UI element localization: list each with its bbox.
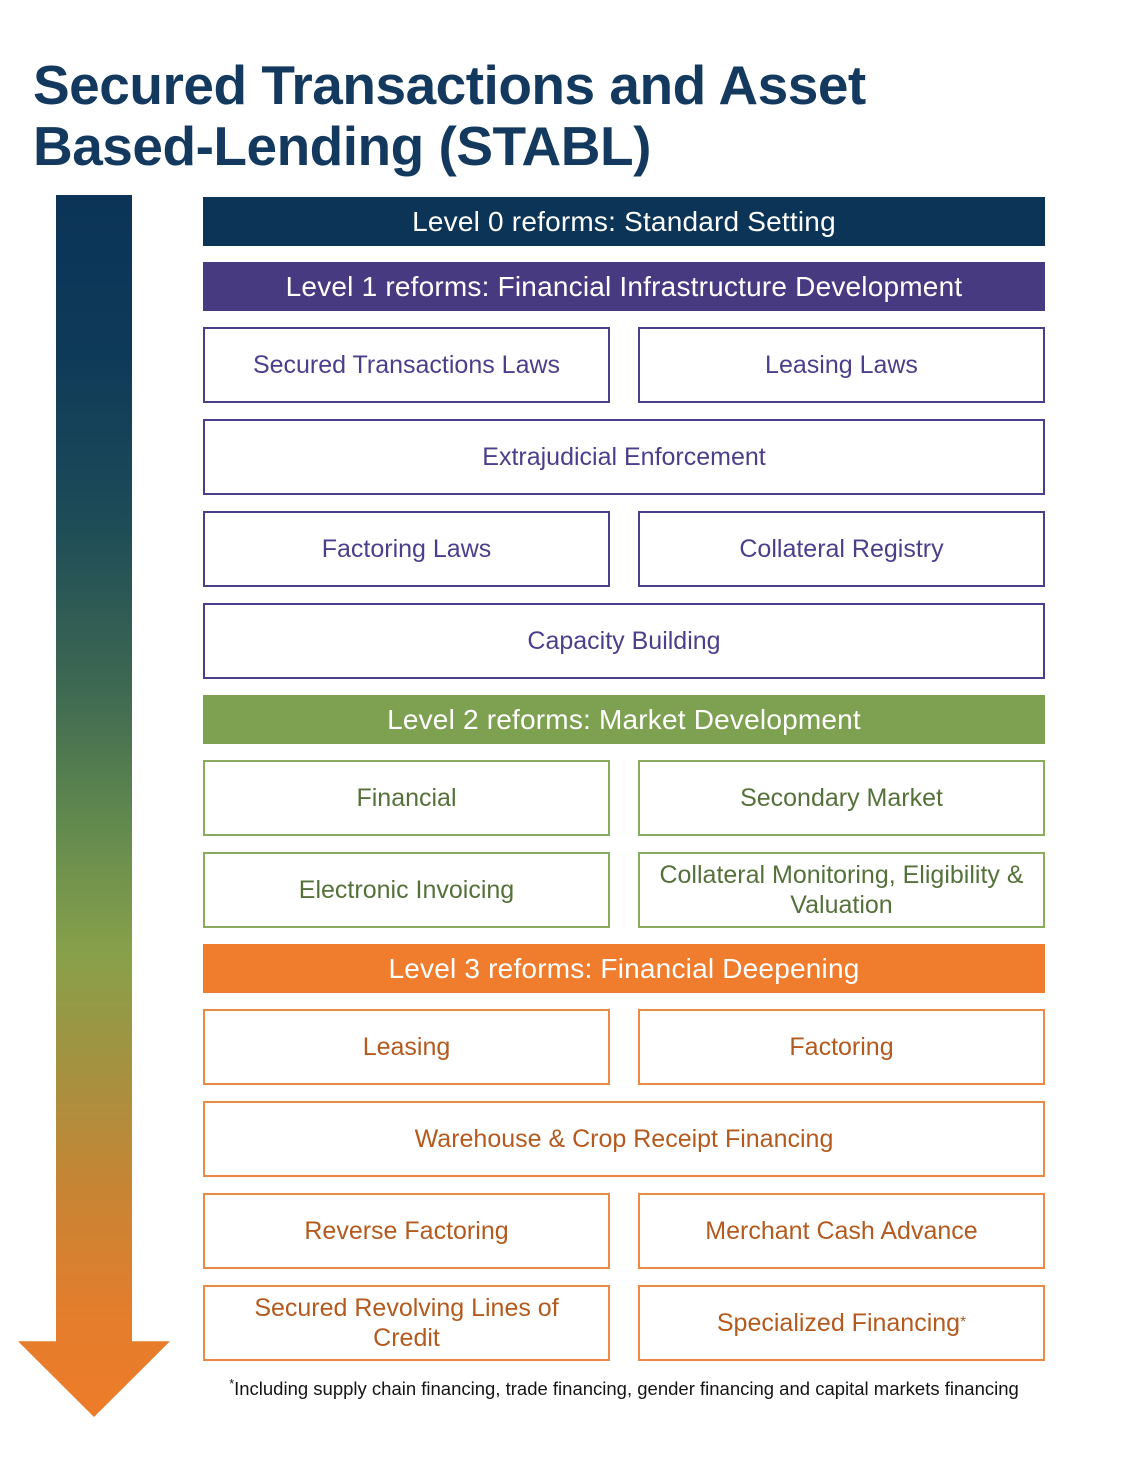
reform-levels-column: Level 0 reforms: Standard Setting Level … xyxy=(203,197,1045,1400)
box-factoring: Factoring xyxy=(638,1009,1045,1085)
level-3-header: Level 3 reforms: Financial Deepening xyxy=(203,944,1045,993)
box-leasing-laws: Leasing Laws xyxy=(638,327,1045,403)
level-0-header: Level 0 reforms: Standard Setting xyxy=(203,197,1045,246)
box-leasing: Leasing xyxy=(203,1009,610,1085)
box-reverse-factoring: Reverse Factoring xyxy=(203,1193,610,1269)
box-electronic-invoicing: Electronic Invoicing xyxy=(203,852,610,928)
box-collateral-registry: Collateral Registry xyxy=(638,511,1045,587)
level-1-row-3: Factoring Laws Collateral Registry xyxy=(203,511,1045,587)
level-3-row-1: Leasing Factoring xyxy=(203,1009,1045,1085)
box-secured-transactions-laws: Secured Transactions Laws xyxy=(203,327,610,403)
specialized-financing-label: Specialized Financing xyxy=(716,1308,961,1337)
box-financial: Financial xyxy=(203,760,610,836)
box-collateral-monitoring: Collateral Monitoring, Eligibility & Val… xyxy=(638,852,1045,928)
box-warehouse-crop-receipt-financing: Warehouse & Crop Receipt Financing xyxy=(203,1101,1045,1177)
box-specialized-financing: Specialized Financing* xyxy=(638,1285,1045,1361)
box-secondary-market: Secondary Market xyxy=(638,760,1045,836)
level-2-header: Level 2 reforms: Market Development xyxy=(203,695,1045,744)
down-arrow-gradient-icon xyxy=(18,195,170,1417)
box-extrajudicial-enforcement: Extrajudicial Enforcement xyxy=(203,419,1045,495)
box-capacity-building: Capacity Building xyxy=(203,603,1045,679)
box-merchant-cash-advance: Merchant Cash Advance xyxy=(638,1193,1045,1269)
footnote-asterisk: * xyxy=(229,1376,235,1391)
level-2-row-1: Financial Secondary Market xyxy=(203,760,1045,836)
page-title: Secured Transactions and Asset Based-Len… xyxy=(33,53,866,178)
footnote: *Including supply chain financing, trade… xyxy=(203,1378,1045,1400)
level-1-row-1: Secured Transactions Laws Leasing Laws xyxy=(203,327,1045,403)
level-1-header: Level 1 reforms: Financial Infrastructur… xyxy=(203,262,1045,311)
box-secured-revolving-lines-of-credit: Secured Revolving Lines of Credit xyxy=(203,1285,610,1361)
footnote-text: Including supply chain financing, trade … xyxy=(234,1378,1019,1399)
level-2-row-2: Electronic Invoicing Collateral Monitori… xyxy=(203,852,1045,928)
level-3-row-3: Reverse Factoring Merchant Cash Advance xyxy=(203,1193,1045,1269)
level-3-row-4: Secured Revolving Lines of Credit Specia… xyxy=(203,1285,1045,1361)
box-factoring-laws: Factoring Laws xyxy=(203,511,610,587)
